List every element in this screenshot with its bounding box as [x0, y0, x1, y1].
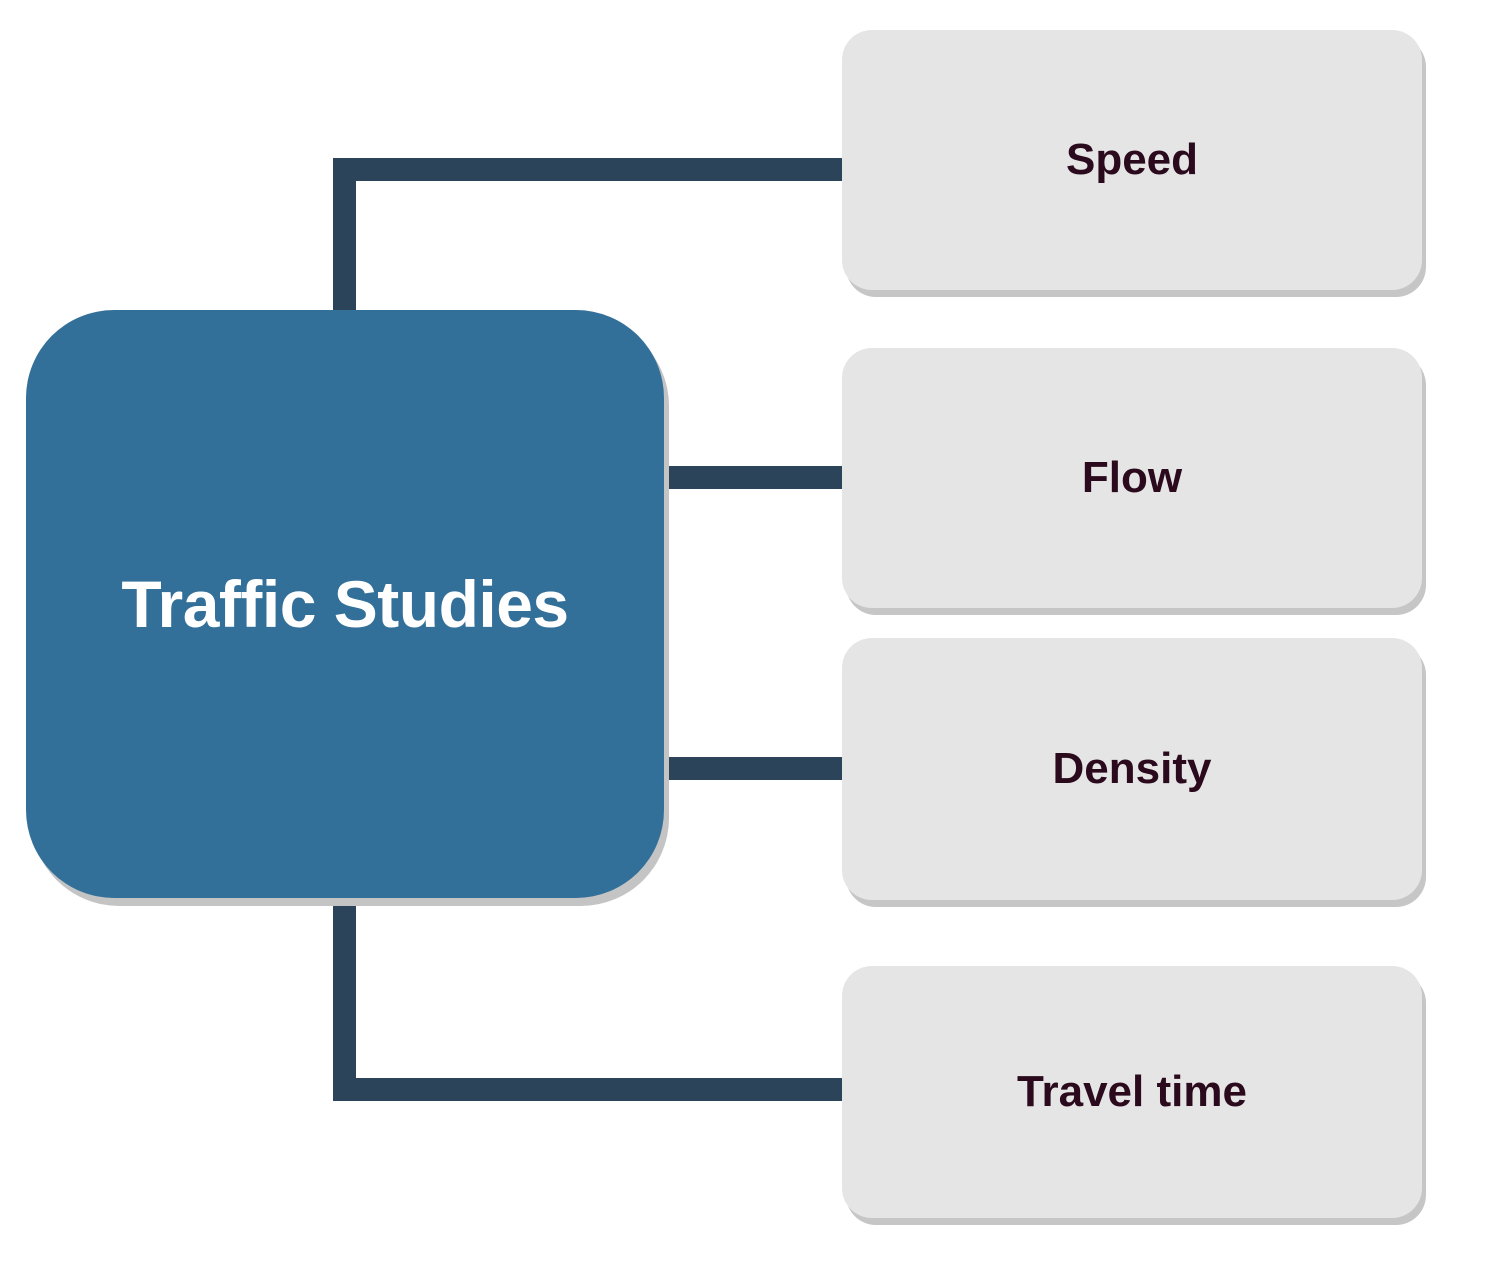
root-node-label: Traffic Studies: [121, 567, 569, 641]
branch-node-density[interactable]: Density: [842, 638, 1422, 900]
branch-node-speed[interactable]: Speed: [842, 30, 1422, 290]
branch-label-density: Density: [1052, 744, 1212, 793]
connector-speed-vertical: [333, 158, 356, 310]
connector-density: [664, 757, 842, 780]
branch-node-flow[interactable]: Flow: [842, 348, 1422, 608]
connector-speed-horizontal: [333, 158, 852, 181]
root-node[interactable]: Traffic Studies: [26, 310, 664, 898]
branch-label-speed: Speed: [1065, 135, 1199, 184]
branch-label-travel-time: Travel time: [1017, 1067, 1247, 1116]
branch-node-travel-time[interactable]: Travel time: [842, 966, 1422, 1218]
connector-travel-time-horizontal: [333, 1078, 842, 1101]
connector-travel-time-vertical: [333, 898, 356, 1100]
branch-label-flow: Flow: [1081, 453, 1183, 502]
connector-flow: [664, 466, 842, 489]
